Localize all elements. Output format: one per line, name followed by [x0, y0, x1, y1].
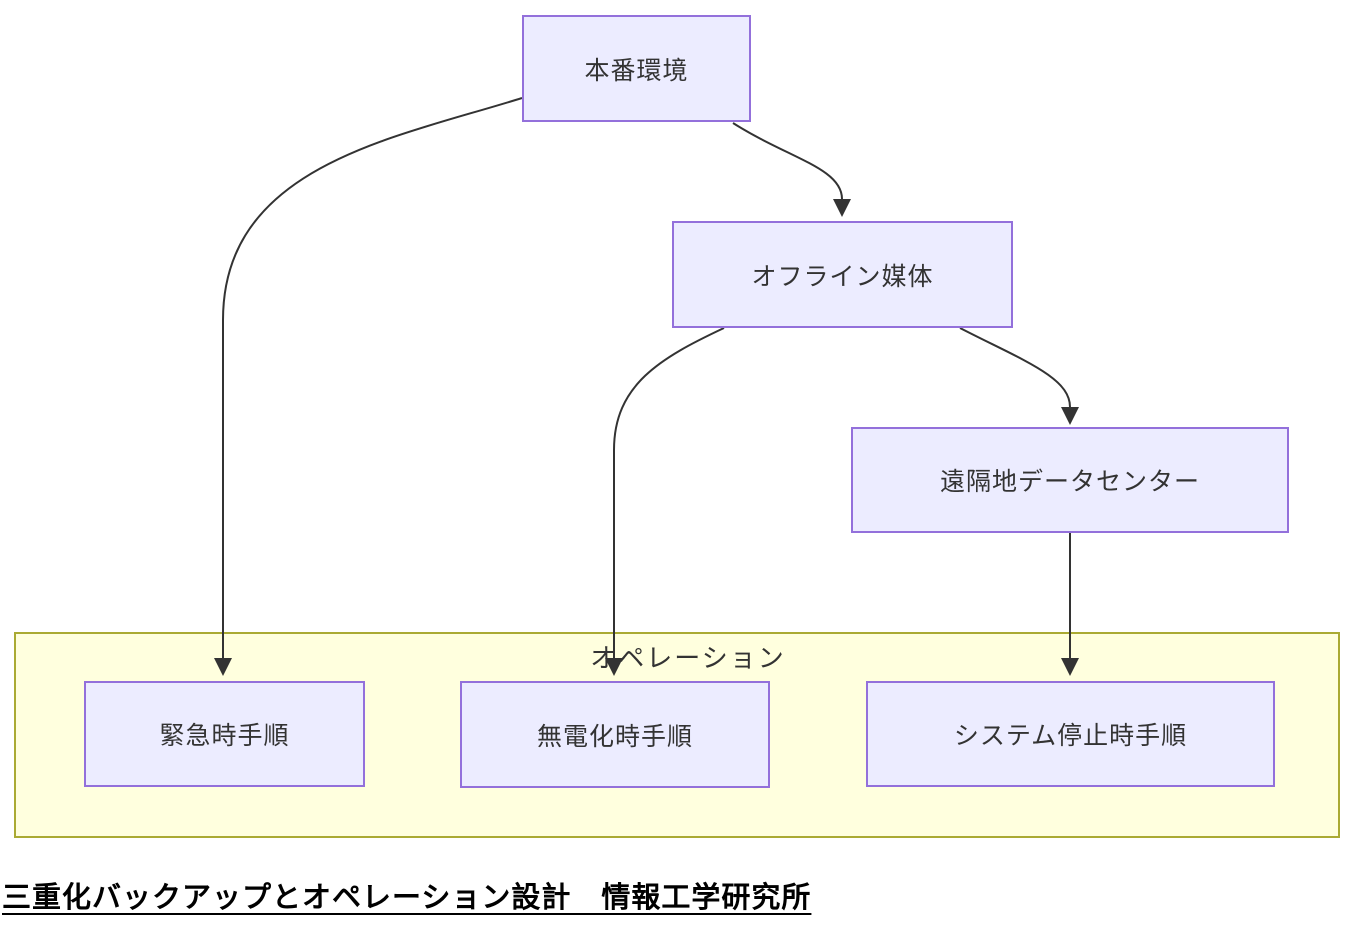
node-no-power-procedure: 無電化時手順 [460, 681, 770, 788]
node-system-stop-procedure: システム停止時手順 [866, 681, 1275, 787]
edge-offline-to-remote [959, 327, 1079, 425]
node-offline-media: オフライン媒体 [672, 221, 1013, 328]
node-no-power-procedure-label: 無電化時手順 [536, 722, 693, 751]
node-production-label: 本番環境 [584, 56, 689, 85]
diagram-caption: 三重化バックアップとオペレーション設計 情報工学研究所 [2, 882, 812, 914]
edge-production-to-offline [732, 122, 851, 217]
cluster-operation-label: オペレーション [590, 643, 786, 673]
node-production: 本番環境 [522, 15, 751, 122]
node-emergency-procedure: 緊急時手順 [84, 681, 365, 787]
node-remote-datacenter-label: 遠隔地データセンター [939, 468, 1200, 496]
edge-production-to-emergency [214, 97, 523, 676]
node-system-stop-procedure-label: システム停止時手順 [953, 722, 1188, 750]
node-remote-datacenter: 遠隔地データセンター [851, 427, 1289, 533]
node-offline-media-label: オフライン媒体 [751, 262, 934, 291]
node-emergency-procedure-label: 緊急時手順 [159, 722, 290, 750]
edge-offline-to-no-power [605, 327, 725, 676]
